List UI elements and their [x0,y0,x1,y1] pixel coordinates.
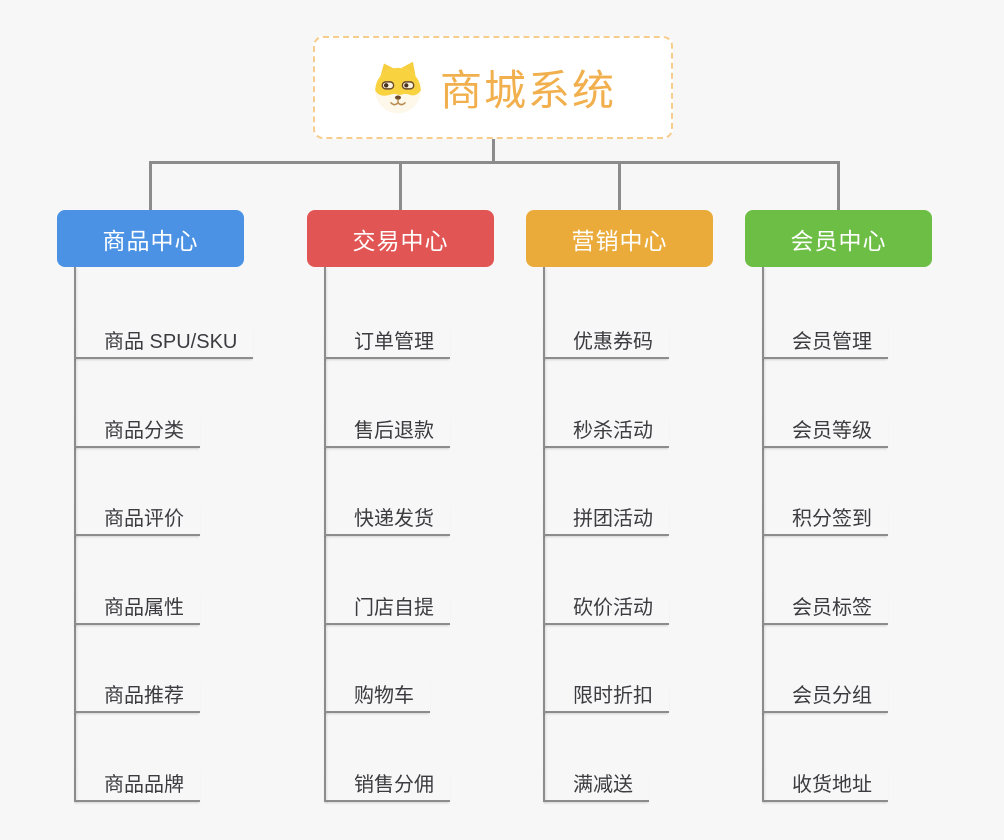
leaf-node-after-sale-refund[interactable]: 售后退款 [324,416,450,448]
leaf-node-limited-time-discount[interactable]: 限时折扣 [543,681,669,713]
connector-drop-product [149,161,152,210]
branch-node-trade-center[interactable]: 交易中心 [307,210,494,267]
branch-column-marketing: 优惠券码 秒杀活动 拼团活动 砍价活动 限时折扣 满减送 [543,267,773,802]
leaf-node-member-group[interactable]: 会员分组 [762,681,888,713]
branch-node-member-center[interactable]: 会员中心 [745,210,932,267]
branch-column-product: 商品 SPU/SKU 商品分类 商品评价 商品属性 商品推荐 商品品牌 [74,267,304,802]
branch-column-trade: 订单管理 售后退款 快递发货 门店自提 购物车 销售分佣 [324,267,554,802]
leaf-node-sales-commission[interactable]: 销售分佣 [324,770,450,802]
leaf-node-store-pickup[interactable]: 门店自提 [324,593,450,625]
connector-bus [149,161,840,164]
leaf-node-group-buy[interactable]: 拼团活动 [543,504,669,536]
leaf-node-member-level[interactable]: 会员等级 [762,416,888,448]
leaf-node-product-brand[interactable]: 商品品牌 [74,770,200,802]
leaf-node-product-category[interactable]: 商品分类 [74,416,200,448]
leaf-node-product-attribute[interactable]: 商品属性 [74,593,200,625]
leaf-node-points-checkin[interactable]: 积分签到 [762,504,888,536]
connector-drop-trade [399,161,402,210]
connector-stem [492,139,495,162]
leaf-node-product-review[interactable]: 商品评价 [74,504,200,536]
leaf-node-coupon-code[interactable]: 优惠券码 [543,327,669,359]
branch-node-product-center[interactable]: 商品中心 [57,210,244,267]
branch-column-member: 会员管理 会员等级 积分签到 会员标签 会员分组 收货地址 [762,267,992,802]
root-title: 商城系统 [439,67,616,114]
leaf-node-member-tag[interactable]: 会员标签 [762,593,888,625]
leaf-node-product-spu-sku[interactable]: 商品 SPU/SKU [74,327,254,359]
connector-drop-marketing [618,161,621,210]
connector-drop-member [837,161,840,210]
leaf-node-member-management[interactable]: 会员管理 [762,327,888,359]
branch-node-marketing-center[interactable]: 营销中心 [526,210,713,267]
leaf-node-express-delivery[interactable]: 快递发货 [324,504,450,536]
leaf-node-flash-sale[interactable]: 秒杀活动 [543,416,669,448]
leaf-node-order-management[interactable]: 订单管理 [324,327,450,359]
leaf-node-full-reduction[interactable]: 满减送 [543,770,649,802]
leaf-node-shipping-address[interactable]: 收货地址 [762,770,888,802]
leaf-node-shopping-cart[interactable]: 购物车 [324,681,430,713]
dog-face-icon [370,60,426,116]
leaf-node-bargain-activity[interactable]: 砍价活动 [543,593,669,625]
root-node[interactable]: 商城系统 [313,36,673,139]
leaf-node-product-recommend[interactable]: 商品推荐 [74,681,200,713]
